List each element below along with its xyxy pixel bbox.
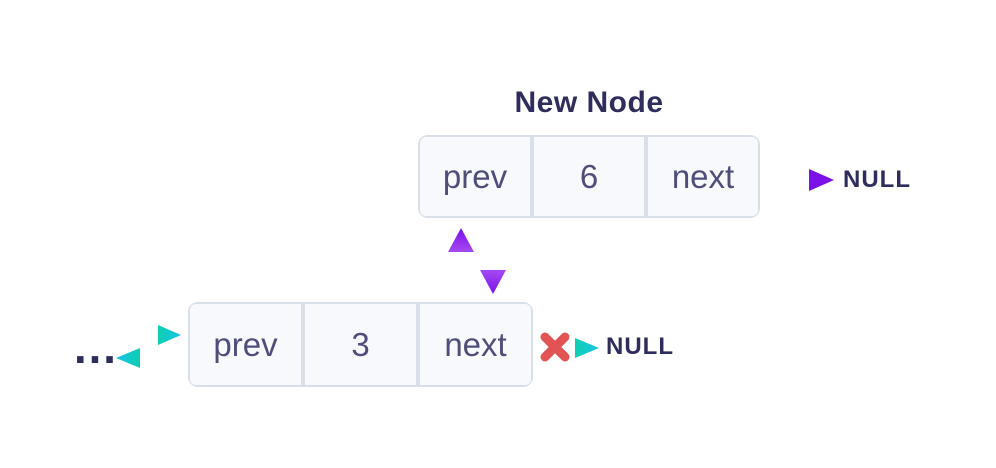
existing-node-value-cell: 3: [305, 304, 416, 385]
new-node-next-cell: next: [648, 137, 758, 216]
cell-divider: [301, 304, 305, 385]
newnode-null-label: NULL: [843, 166, 911, 193]
existing-node-next-cell: next: [420, 304, 531, 385]
list-ellipsis-label: …: [72, 321, 120, 373]
new-node-title: New Node: [514, 86, 664, 119]
existing-null-label: NULL: [606, 333, 674, 360]
cell-divider: [644, 137, 648, 216]
newnode-next-to-null-arrow-icon: [758, 169, 834, 191]
new-node-prev-cell: prev: [420, 137, 530, 216]
new-node-box: prev 6 next: [418, 135, 760, 218]
cell-divider: [416, 304, 420, 385]
newnode-to-existing-down-arrow-icon: [480, 220, 506, 294]
existing-to-newnode-up-arrow-icon: [448, 228, 474, 302]
existing-node-prev-cell: prev: [190, 304, 301, 385]
new-node-value-cell: 6: [534, 137, 644, 216]
red-cross-icon: [540, 332, 570, 362]
existing-prev-to-list-arrow-icon: [116, 348, 190, 368]
list-to-existing-arrow-icon: [113, 325, 181, 345]
cell-divider: [530, 137, 534, 216]
existing-node-box: prev 3 next: [188, 302, 533, 387]
